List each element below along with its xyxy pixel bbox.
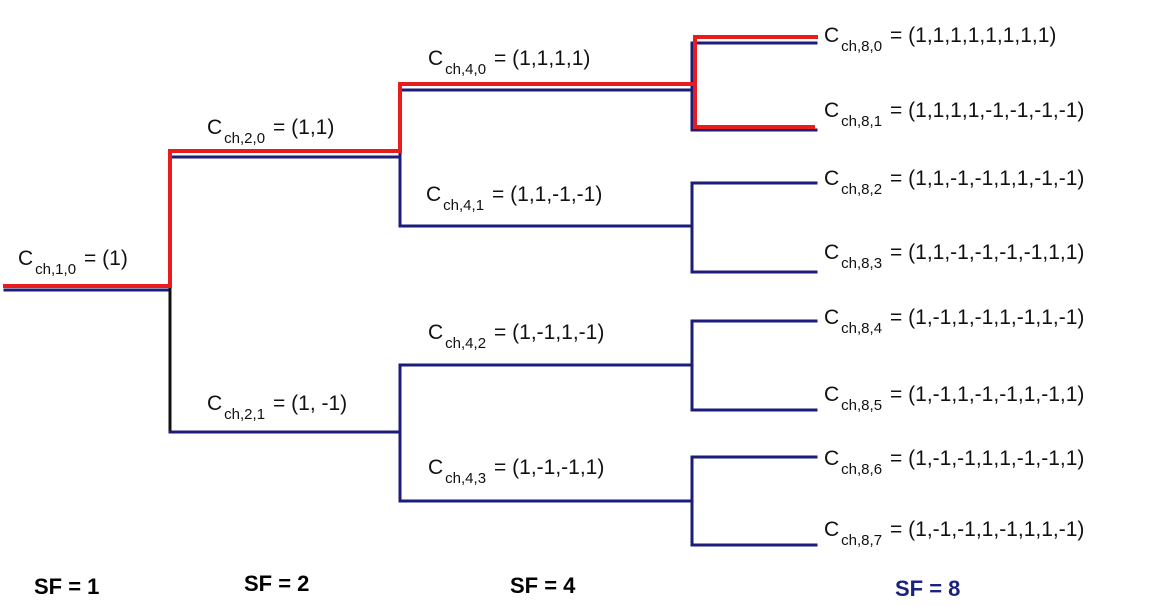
code-letter: C bbox=[428, 47, 444, 70]
code-value: (1,1,1,1,1,1,1,1) bbox=[908, 24, 1057, 47]
code-value: (1,1,-1,-1,1,1,-1,-1) bbox=[908, 167, 1085, 190]
code-subscript: ch,2,1 bbox=[224, 406, 266, 423]
equals-sign: = bbox=[84, 247, 97, 270]
code-subscript: ch,8,3 bbox=[841, 255, 883, 272]
code-letter: C bbox=[18, 247, 34, 270]
code-value: (1, -1) bbox=[291, 392, 348, 415]
highlight-path-main bbox=[3, 82, 697, 288]
sf-label-4: SF = 4 bbox=[510, 573, 576, 598]
equals-sign: = bbox=[890, 447, 903, 470]
code-letter: C bbox=[824, 99, 840, 122]
code-value: (1,-1,1,-1,1,-1,1,-1) bbox=[908, 306, 1085, 329]
equals-sign: = bbox=[494, 321, 507, 344]
code-subscript: ch,4,1 bbox=[443, 197, 485, 214]
code-value: (1,1,-1,-1) bbox=[510, 183, 603, 206]
code-letter: C bbox=[207, 116, 223, 139]
code-letter: C bbox=[824, 167, 840, 190]
code-letter: C bbox=[426, 183, 442, 206]
code-letter: C bbox=[207, 392, 223, 415]
code-value: (1,1,1,1) bbox=[512, 47, 591, 70]
equals-sign: = bbox=[890, 167, 903, 190]
code-subscript: ch,4,3 bbox=[445, 470, 487, 487]
code-value: (1,-1,-1,1) bbox=[512, 456, 605, 479]
code-value: (1,1,1,1,-1,-1,-1,-1) bbox=[908, 99, 1085, 122]
code-subscript: ch,8,2 bbox=[841, 181, 883, 198]
code-letter: C bbox=[824, 24, 840, 47]
code-letter: C bbox=[824, 241, 840, 264]
code-value: (1) bbox=[102, 247, 128, 270]
equals-sign: = bbox=[890, 24, 903, 47]
equals-sign: = bbox=[273, 116, 286, 139]
code-subscript: ch,1,0 bbox=[35, 261, 77, 278]
equals-sign: = bbox=[890, 383, 903, 406]
code-value: (1,1) bbox=[291, 116, 335, 139]
code-subscript: ch,8,0 bbox=[841, 38, 883, 55]
code-subscript: ch,8,4 bbox=[841, 320, 883, 337]
equals-sign: = bbox=[890, 241, 903, 264]
code-value: (1,1,-1,-1,-1,-1,1,1) bbox=[908, 241, 1085, 264]
code-subscript: ch,8,5 bbox=[841, 397, 883, 414]
equals-sign: = bbox=[890, 99, 903, 122]
code-subscript: ch,8,1 bbox=[841, 113, 883, 130]
code-subscript: ch,4,2 bbox=[445, 335, 487, 352]
code-value: (1,-1,-1,1,-1,1,1,-1) bbox=[908, 518, 1085, 541]
sf-label-1: SF = 1 bbox=[34, 574, 100, 599]
code-value: (1,-1,-1,1,1,-1,-1,1) bbox=[908, 447, 1085, 470]
code-subscript: ch,8,6 bbox=[841, 461, 883, 478]
code-letter: C bbox=[824, 383, 840, 406]
code-value: (1,-1,1,-1,-1,1,-1,1) bbox=[908, 383, 1085, 406]
code-value: (1,-1,1,-1) bbox=[512, 321, 605, 344]
code-letter: C bbox=[428, 456, 444, 479]
code-subscript: ch,4,0 bbox=[445, 61, 487, 78]
code-subscript: ch,8,7 bbox=[841, 532, 883, 549]
equals-sign: = bbox=[492, 183, 505, 206]
code-letter: C bbox=[824, 447, 840, 470]
code-letter: C bbox=[824, 518, 840, 541]
code-letter: C bbox=[428, 321, 444, 344]
equals-sign: = bbox=[273, 392, 286, 415]
code-subscript: ch,2,0 bbox=[224, 130, 266, 147]
equals-sign: = bbox=[890, 306, 903, 329]
equals-sign: = bbox=[494, 456, 507, 479]
equals-sign: = bbox=[890, 518, 903, 541]
sf-label-8: SF = 8 bbox=[895, 576, 961, 601]
code-letter: C bbox=[824, 306, 840, 329]
sf-label-2: SF = 2 bbox=[244, 571, 310, 596]
equals-sign: = bbox=[494, 47, 507, 70]
